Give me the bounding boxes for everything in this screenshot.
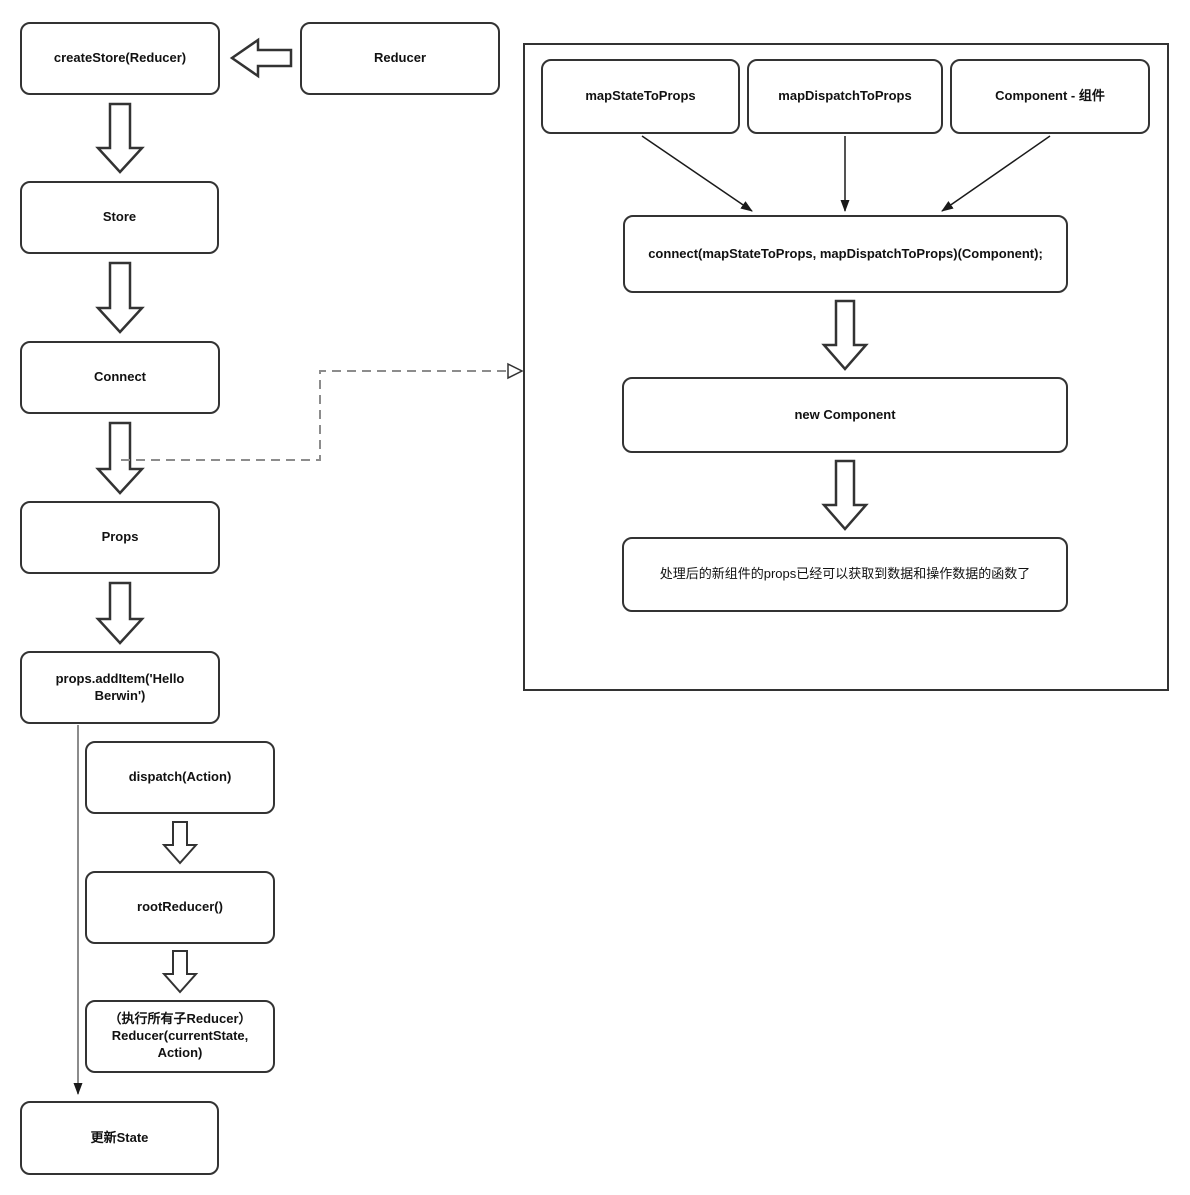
node-dispatch: dispatch(Action) <box>85 741 275 814</box>
node-connect-label: Connect <box>94 369 146 385</box>
node-create-store-label: createStore(Reducer) <box>53 50 187 66</box>
node-store-label: Store <box>102 209 137 225</box>
node-root-reducer-label: rootReducer() <box>137 899 223 915</box>
node-reducer: Reducer <box>300 22 500 95</box>
node-props: Props <box>20 501 220 574</box>
node-result-note-label: 处理后的新组件的props已经可以获取到数据和操作数据的函数了 <box>659 566 1031 582</box>
arrow-createstore-to-store <box>95 102 145 174</box>
node-props-label: Props <box>101 529 139 545</box>
arrow-connect-to-props <box>95 421 145 495</box>
arrow-rootreducer-to-subreducers <box>161 950 199 994</box>
node-root-reducer: rootReducer() <box>85 871 275 944</box>
node-result-note: 处理后的新组件的props已经可以获取到数据和操作数据的函数了 <box>622 537 1068 612</box>
node-props-add-item: props.addItem('Hello Berwin') <box>20 651 220 724</box>
node-connect: Connect <box>20 341 220 414</box>
arrow-store-to-connect <box>95 261 145 334</box>
node-component-label: Component - 组件 <box>995 88 1105 104</box>
node-update-state-label: 更新State <box>90 1129 149 1145</box>
node-props-add-item-label: props.addItem('Hello Berwin') <box>55 670 185 703</box>
node-connect-call: connect(mapStateToProps, mapDispatchToPr… <box>623 215 1068 293</box>
node-reducer-label: Reducer <box>373 50 427 66</box>
node-map-state-to-props-label: mapStateToProps <box>585 88 696 104</box>
node-dispatch-label: dispatch(Action) <box>128 769 232 785</box>
node-map-state-to-props: mapStateToProps <box>541 59 740 134</box>
dashed-connector-arrowhead <box>507 362 524 380</box>
connect-detail-panel <box>523 43 1169 691</box>
node-run-sub-reducers-label: （执行所有子Reducer）Reducer(currentState, Acti… <box>108 1011 252 1060</box>
node-map-dispatch-to-props-label: mapDispatchToProps <box>778 88 912 104</box>
node-connect-call-label: connect(mapStateToProps, mapDispatchToPr… <box>648 245 1043 261</box>
node-create-store: createStore(Reducer) <box>20 22 220 95</box>
node-new-component: new Component <box>622 377 1068 453</box>
arrow-props-to-additem <box>95 581 145 645</box>
arrow-dispatch-to-rootreducer <box>161 821 199 865</box>
node-store: Store <box>20 181 219 254</box>
node-update-state: 更新State <box>20 1101 219 1175</box>
node-map-dispatch-to-props: mapDispatchToProps <box>747 59 943 134</box>
node-new-component-label: new Component <box>794 406 896 422</box>
arrow-reducer-to-createstore <box>229 37 293 79</box>
node-component: Component - 组件 <box>950 59 1150 134</box>
node-run-sub-reducers: （执行所有子Reducer）Reducer(currentState, Acti… <box>85 1000 275 1073</box>
